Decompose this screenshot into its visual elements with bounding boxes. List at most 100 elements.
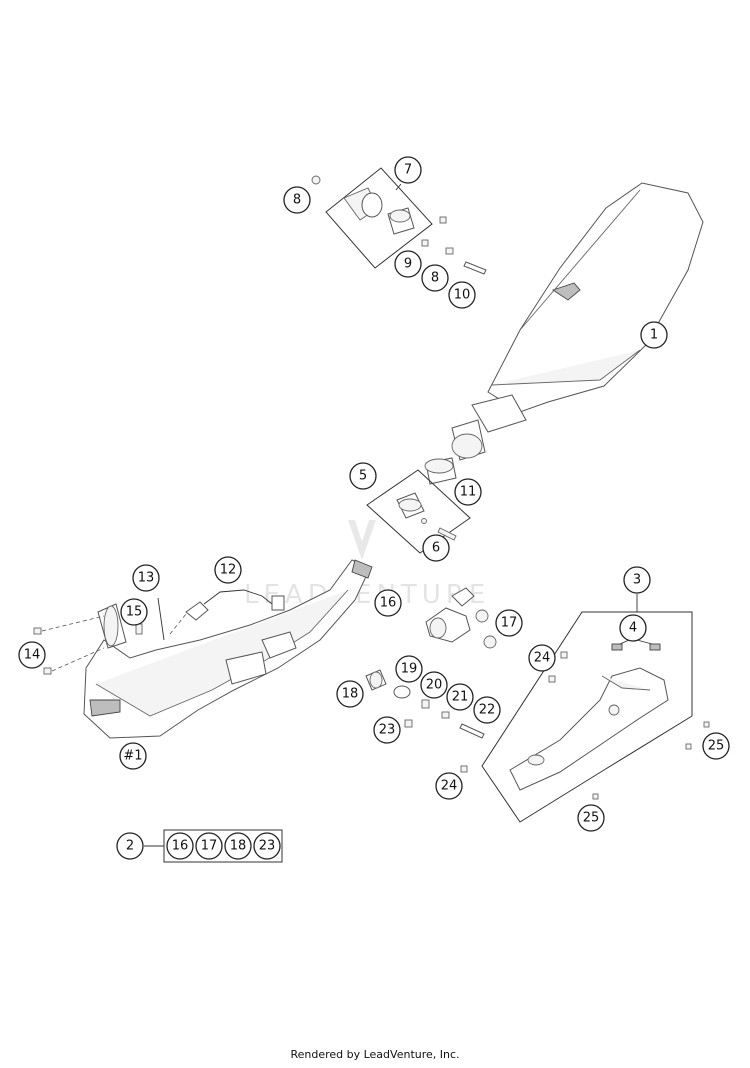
callout-c8a: 8 <box>283 186 311 214</box>
callout-label: 24 <box>441 779 458 794</box>
callout-c23: 23 <box>373 716 401 744</box>
callout-label: 25 <box>708 739 725 754</box>
callout-circle <box>374 589 402 617</box>
callout-c14: 14 <box>18 641 46 669</box>
callout-c25b: 25 <box>577 804 605 832</box>
callout-label: 18 <box>230 839 247 854</box>
callout-label: 11 <box>460 485 477 500</box>
callout-circle <box>446 683 474 711</box>
callout-circle <box>395 655 423 683</box>
callout-label: 18 <box>342 687 359 702</box>
callout-label: 5 <box>359 469 367 484</box>
callout-c21: 21 <box>446 683 474 711</box>
callout-label: 24 <box>534 651 551 666</box>
callout-label: 7 <box>404 163 412 178</box>
bracket-hardware <box>421 216 487 275</box>
header-pipe <box>83 559 373 739</box>
callout-label: 20 <box>426 678 443 693</box>
callout-cp1: #1 <box>119 742 147 770</box>
callout-c1: 1 <box>640 321 668 349</box>
callout-c12: 12 <box>214 556 242 584</box>
callout-circle <box>132 564 160 592</box>
callout-circle <box>283 186 311 214</box>
callout-circle <box>473 696 501 724</box>
callout-k16: 16 <box>166 832 194 860</box>
callout-c19: 19 <box>395 655 423 683</box>
callout-label: 17 <box>201 839 218 854</box>
callout-label: 4 <box>629 621 637 636</box>
clamp-kit-5 <box>366 469 471 554</box>
kit-2-group <box>144 829 283 863</box>
callout-circle <box>116 832 144 860</box>
callout-label: 17 <box>501 616 518 631</box>
callout-c22: 22 <box>473 696 501 724</box>
callout-label: 23 <box>259 839 276 854</box>
callout-label: 25 <box>583 811 600 826</box>
callout-c17: 17 <box>495 609 523 637</box>
lambda-sensor <box>169 589 285 635</box>
callout-label: 16 <box>172 839 189 854</box>
callout-label: 21 <box>452 690 469 705</box>
callout-label: 23 <box>379 723 396 738</box>
callout-c8b: 8 <box>421 264 449 292</box>
callout-k18: 18 <box>224 832 252 860</box>
callout-circle <box>702 732 730 760</box>
callout-c15: 15 <box>120 598 148 626</box>
callout-label: 8 <box>431 271 439 286</box>
callout-label: 9 <box>404 257 412 272</box>
callout-label: 16 <box>380 596 397 611</box>
callout-c13: 13 <box>132 564 160 592</box>
clamp-sleeve <box>424 457 457 485</box>
callout-circle <box>166 832 194 860</box>
fasteners <box>460 651 710 800</box>
callout-circle <box>394 250 422 278</box>
callout-c3: 3 <box>623 566 651 594</box>
callout-k23: 23 <box>253 832 281 860</box>
callout-circle <box>336 680 364 708</box>
callout-c18: 18 <box>336 680 364 708</box>
callout-c4: 4 <box>619 614 647 642</box>
callout-circle <box>253 832 281 860</box>
callout-c9: 9 <box>394 250 422 278</box>
callout-circle <box>224 832 252 860</box>
callout-c25a: 25 <box>702 732 730 760</box>
callout-circle <box>422 534 450 562</box>
callout-circle <box>435 772 463 800</box>
callout-label: 8 <box>293 193 301 208</box>
footer-credit: Rendered by LeadVenture, Inc. <box>290 1048 460 1061</box>
callout-circle <box>577 804 605 832</box>
callout-c10: 10 <box>448 281 476 309</box>
callout-circle <box>448 281 476 309</box>
callout-c20: 20 <box>420 671 448 699</box>
callout-c7: 7 <box>394 156 422 184</box>
callout-label: 1 <box>650 328 658 343</box>
callout-c6: 6 <box>422 534 450 562</box>
callout-c5: 5 <box>349 462 377 490</box>
mount-hardware <box>365 669 485 739</box>
callout-label: 14 <box>24 648 41 663</box>
silencer <box>451 182 704 461</box>
callout-circle <box>120 598 148 626</box>
callout-label: 12 <box>220 563 237 578</box>
callout-circle <box>214 556 242 584</box>
callout-circle <box>349 462 377 490</box>
callout-label: 15 <box>126 605 143 620</box>
callout-k17: 17 <box>195 832 223 860</box>
callout-c11: 11 <box>454 478 482 506</box>
callout-circle <box>528 644 556 672</box>
callout-circle <box>420 671 448 699</box>
callout-circle <box>421 264 449 292</box>
callout-label: 3 <box>633 573 641 588</box>
callout-circle <box>640 321 668 349</box>
callout-label: 2 <box>126 839 134 854</box>
callout-layer: 1234567889101112131415161718192021222324… <box>18 156 730 860</box>
rubber-mount-16 <box>425 587 497 649</box>
callout-label: 6 <box>432 541 440 556</box>
callout-circle <box>195 832 223 860</box>
callout-label: 10 <box>454 288 471 303</box>
callout-circle <box>119 742 147 770</box>
callout-c2: 2 <box>116 832 144 860</box>
watermark-logo <box>348 520 376 560</box>
callout-label: 19 <box>401 662 418 677</box>
